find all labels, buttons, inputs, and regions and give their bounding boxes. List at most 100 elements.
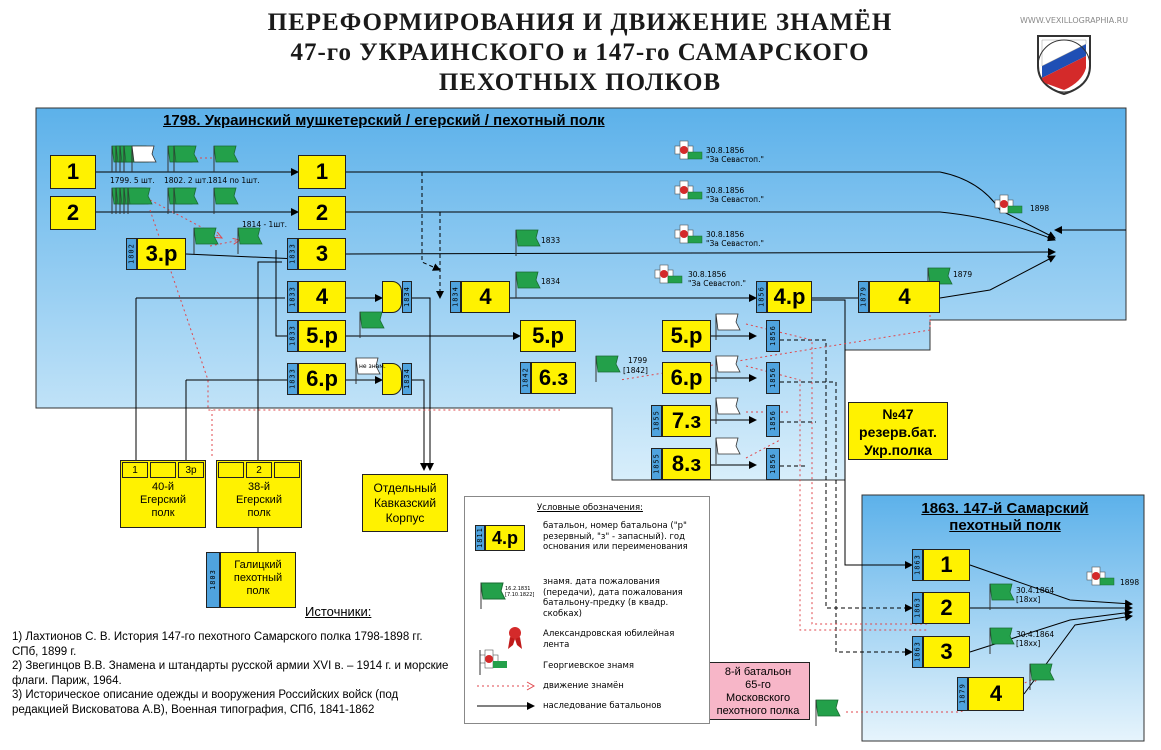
eg38-line-2: Егерский [236,494,282,506]
flag-box-1834-a [382,281,402,313]
page-title: ПЕРЕФОРМИРОВАНИЯ И ДВИЖЕНИЕ ЗНАМЁН 47-го… [150,8,1010,98]
flag-1814-a [213,145,239,173]
ukr-region-title: 1798. Украинский мушкетерский / егерский… [163,112,605,129]
flag-box-1834-b [382,363,402,395]
sev1-date: 30.8.1856 [706,146,745,155]
note-1842: [1842] [623,366,648,375]
flag-white-5r [715,313,741,341]
georgian-flag-3 [674,224,703,244]
georgian-flag-2 [674,180,703,200]
battalion-3r: 3.р [137,238,186,270]
eg38-line-1: 38-й [247,481,271,493]
note-1879: 1879 [953,270,973,279]
samara-region [861,494,1145,742]
note-1898-b: 1898 [1120,578,1140,587]
georgian-flag-1 [674,140,703,160]
georgian-flag-icon [479,649,507,675]
strip-1833-a: 1833 [287,238,298,270]
note-1898-a: 1898 [1030,204,1050,213]
strip-1834-a: 1834 [402,281,412,313]
samara-region-title: 1863. 147-й Самарский пехотный полк [900,500,1110,534]
sev3-text: "За Севастоп." [706,239,764,248]
legend-panel: Условные обозначения: 1811 4.р батальон,… [464,496,710,724]
samara-battalion-4: 4 [968,677,1024,711]
note-no-flag: не знам. [359,363,386,370]
sources-title: Источники: [305,604,372,619]
note-samara-3: 30.4.1864[18xx] [1016,630,1054,648]
reserve-line-3: Укр.полка [864,442,932,458]
strip-1855-b: 1855 [651,448,662,480]
georgian-flag-1898b [1086,566,1115,586]
strip-1833-c: 1833 [287,320,298,352]
flag-5r [359,311,385,339]
site-url: WWW.VEXILLOGRAPHIA.RU [1020,16,1129,25]
battalion-1: 1 [298,155,346,189]
sev1-text: "За Севастоп." [706,155,764,164]
battalion-5r-mid: 5.р [520,320,576,352]
eg40-line-2: Егерский [140,494,186,506]
flag-1814-b [237,227,263,255]
legend-flag-text: знамя. дата пожалования (передачи), дата… [543,577,683,619]
mosk-line-3: Московского [725,692,791,704]
legend-inherit-text: наследование батальонов [543,701,662,711]
note-samara-2: 30.4.1864[18xx] [1016,586,1054,604]
strip-1833-b: 1833 [287,281,298,313]
strip-1802: 1802 [126,238,137,270]
samara-title-line-2: пехотный полк [949,517,1061,534]
galich-line-3: полк [246,585,270,597]
legend-flag-icon [480,582,506,609]
note-1814-b: 1814 - 1шт. [242,220,287,229]
georgian-flag-4 [654,264,683,284]
strip-1879-b: 1879 [957,677,968,711]
sev3-date: 30.8.1856 [706,230,745,239]
eg38-mini-1: 2 [246,462,272,478]
samara3-date: 30.4.1864 [1016,630,1055,639]
samara-battalion-3: 3 [923,636,970,668]
reserve-line-2: резерв.бат. [859,424,937,440]
note-1834: 1834 [541,277,561,286]
flag-group-1799-row2 [111,187,153,215]
strip-1856-b: 1856 [766,320,780,352]
legend-georgian-text: Георгиевское знамя [543,661,634,671]
kavkaz-corps-box: Отдельный Кавказский Корпус [362,474,448,532]
note-1802: 1802. 2 шт. [164,176,209,185]
strip-1856-a: 1856 [756,281,767,313]
strip-1856-e: 1856 [766,448,780,480]
flag-1833 [515,229,541,257]
title-line-3: ПЕХОТНЫХ ПОЛКОВ [438,69,722,96]
georgian-flag-1898a [994,194,1023,214]
kavkaz-line-3: Корпус [385,511,425,525]
note-1814-a: 1814 по 1шт. [208,176,260,185]
battalion-4-1834: 4 [461,281,510,313]
strip-1855-a: 1855 [651,405,662,437]
battalion-2: 2 [298,196,346,230]
strip-1856-c: 1856 [766,362,780,394]
strip-1834-c: 1834 [450,281,461,313]
legend-flag-mini-date: 16.2.1831 [505,586,531,592]
flag-white-6r [715,355,741,383]
eg38-line-3: полк [247,507,271,519]
legend-title: Условные обозначения: [537,503,643,513]
eg38-mini-empty-a [218,462,244,478]
flag-1834 [515,271,541,299]
flag-white-8z [715,437,741,465]
legend-battalion-sample: 4.р [485,525,525,551]
legend-strip-sample: 1811 [475,525,485,551]
flag-group-1799-row1 [111,145,157,173]
galich-regiment-box: Галицкий пехотный полк [220,552,296,608]
vexillographia-emblem-icon [1037,35,1091,96]
samara2-bracket: [18xx] [1016,595,1041,604]
eg40-mini-1: 1 [122,462,148,478]
strip-1879-a: 1879 [858,281,869,313]
flag-samara-2 [989,583,1015,611]
samara2-date: 30.4.1864 [1016,586,1055,595]
note-1799: 1799. 5 шт. [110,176,155,185]
reserve-47-box: №47 резерв.бат. Укр.полка [848,402,948,460]
strip-1834-b: 1834 [402,363,412,395]
eg40-mini-2: 3р [178,462,204,478]
battalion-4r-1856: 4.р [767,281,812,313]
battalion-6r-late: 6.р [662,362,711,394]
battalion-5r: 5.р [298,320,346,352]
strip-1863-c: 1863 [912,636,923,668]
